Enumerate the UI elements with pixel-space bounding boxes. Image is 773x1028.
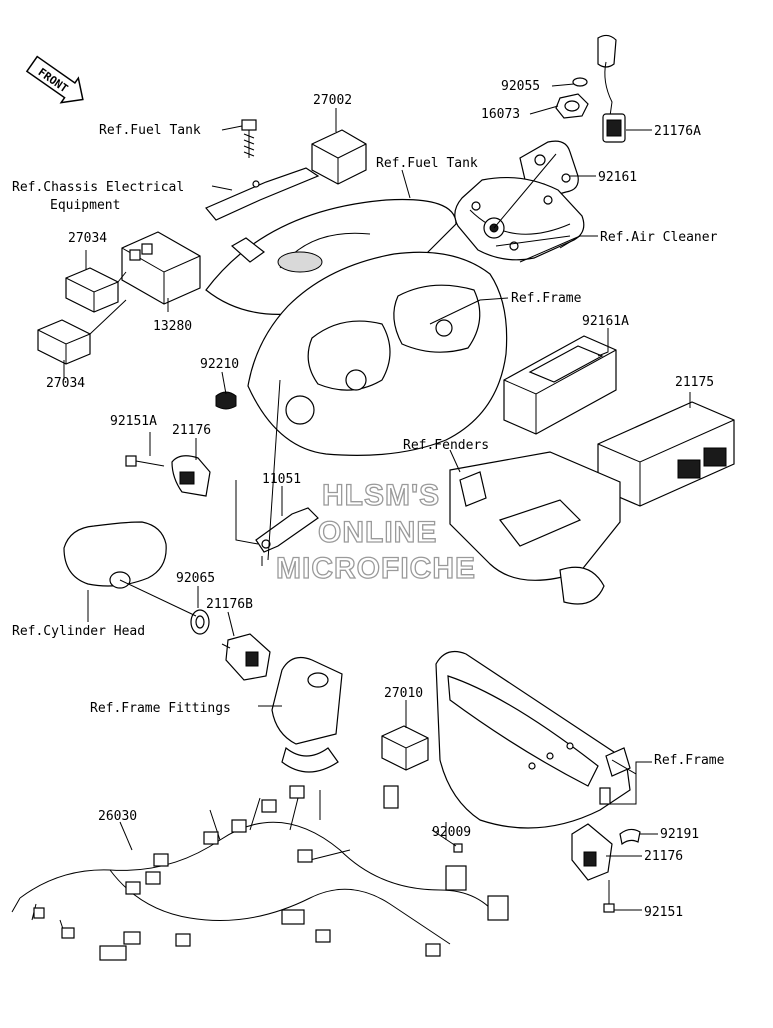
relay-13280 [121,231,201,305]
frame-fittings-bracket [271,657,343,773]
label-ref-chassis-line2: Equipment [50,198,120,213]
label-27010: 27010 [384,686,423,701]
leader-lines-upper-left [63,108,509,380]
watermark-line-2: ONLINE [318,516,437,549]
sensor-21176-left [171,455,211,497]
cylinder-head-ref [63,521,167,589]
label-21175: 21175 [675,375,714,390]
leader-lines-fenders [449,449,461,473]
fuel-tank-outline [205,198,457,315]
leader-lines-left-mid [87,371,283,637]
bolt-92151 [603,880,615,913]
callout-labels: 92055 16073 21176A 27002 Ref.Fuel Tank R… [12,79,725,920]
watermark-line-1: HLSM'S [322,479,440,512]
label-21176B: 21176B [206,597,253,612]
leader-line-26030 [119,821,133,851]
label-92210: 92210 [200,357,239,372]
label-27034-a: 27034 [68,231,107,246]
label-92151: 92151 [644,905,683,920]
label-16073: 16073 [481,107,520,122]
label-27034-b: 27034 [46,376,85,391]
relay-27010 [381,725,429,809]
bolt-stud-right [599,787,611,805]
label-92151A: 92151A [110,414,157,429]
sensor-21176A [597,34,626,143]
label-92161: 92161 [598,170,637,185]
ecu-case-92161A [503,335,617,435]
label-ref-frame-bottom: Ref.Frame [654,753,725,768]
label-26030: 26030 [98,809,137,824]
label-13280: 13280 [153,319,192,334]
label-21176-right: 21176 [644,849,683,864]
label-ref-chassis-line1: Ref.Chassis Electrical [12,180,184,195]
label-ref-frame-fittings: Ref.Frame Fittings [90,701,231,716]
leader-lines-ecu [597,328,691,408]
leader-lines-lower-right [606,759,658,911]
watermark-line-3: MICROFICHE [276,552,476,585]
label-ref-cylinder-head: Ref.Cylinder Head [12,624,145,639]
relay-27034-a [65,267,119,313]
label-92009: 92009 [432,825,471,840]
sensor-21176B [221,633,271,681]
frame-center [247,251,508,456]
bolt-ref-fuel-tank [241,119,257,158]
wiring-harness-26030 [11,785,509,961]
label-ref-fenders: Ref.Fenders [403,438,489,453]
bolt-92151A [125,455,165,467]
label-21176-left: 21176 [172,423,211,438]
label-21176A: 21176A [654,124,701,139]
leader-lines-center-low [258,700,447,840]
bolt-92009 [431,829,463,853]
bracket-11051 [255,507,319,566]
label-ref-fuel-tank-left: Ref.Fuel Tank [99,123,201,138]
o-ring-92055 [572,77,588,87]
label-ref-frame-top: Ref.Frame [511,291,582,306]
label-27002: 27002 [313,93,352,108]
hose-92191 [619,828,641,846]
ecu-21175 [597,401,735,507]
watermark: HLSM'S ONLINE MICROFICHE [275,478,476,585]
label-92161A: 92161A [582,314,629,329]
leader-lines-upper-right [493,83,652,263]
label-11051: 11051 [262,472,301,487]
label-92065: 92065 [176,571,215,586]
cap-92210 [215,391,237,410]
relay-27002 [311,129,367,185]
bracket-chassis [205,167,320,263]
relay-27034-b [37,319,91,365]
frame-lower-right [435,651,631,829]
label-92191: 92191 [660,827,699,842]
fender-assembly [449,451,621,605]
label-ref-fuel-tank-top: Ref.Fuel Tank [376,156,478,171]
sensor-21176-right [571,823,613,881]
front-arrow-badge: FRONT [25,55,84,104]
nut-16073 [555,93,589,119]
washer-92065 [190,609,210,635]
label-ref-air-cleaner: Ref.Air Cleaner [600,230,718,245]
label-92055: 92055 [501,79,540,94]
